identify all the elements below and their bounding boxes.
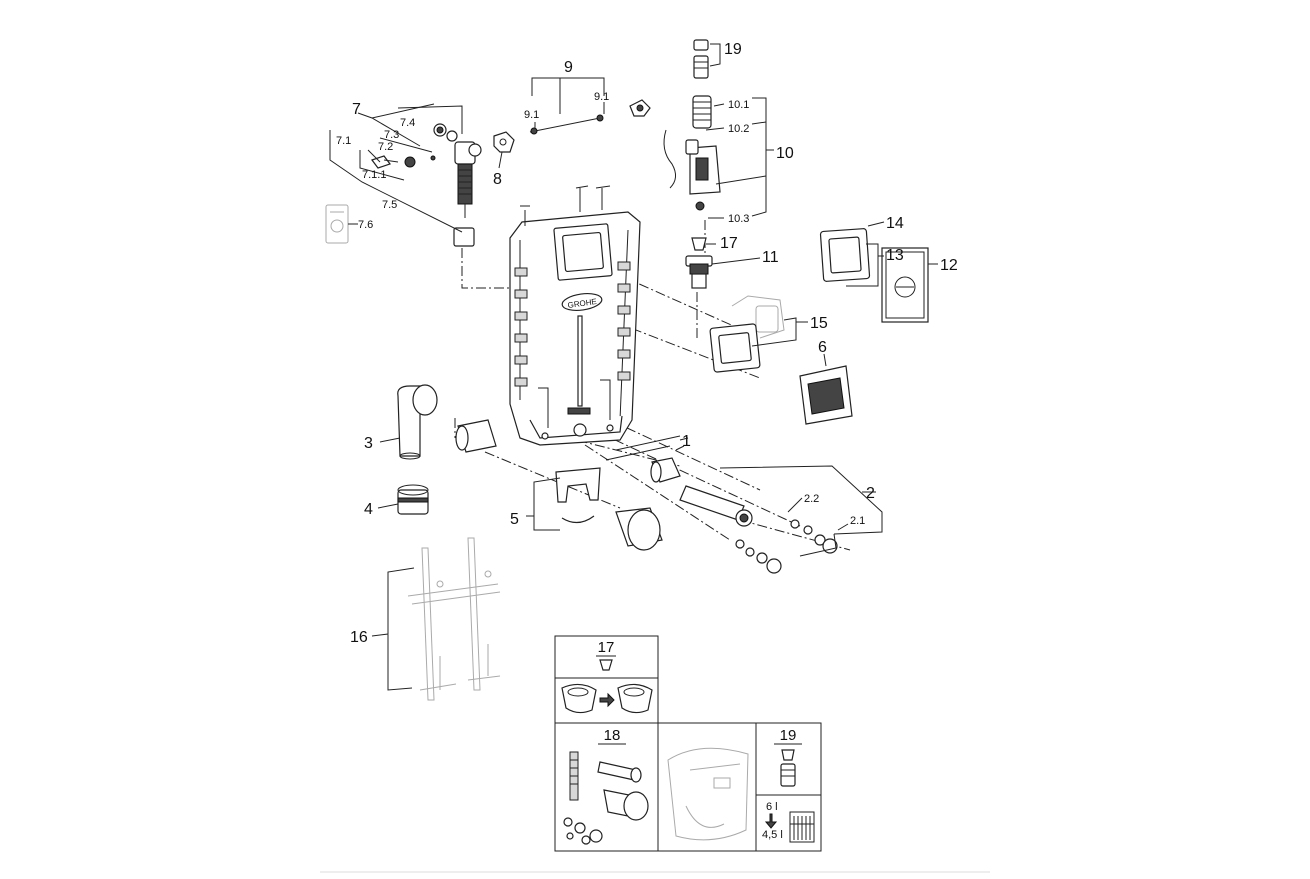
part-2-fixings — [735, 519, 838, 574]
label-13: 13 — [886, 247, 904, 264]
label-16: 16 — [350, 629, 368, 646]
label-7-1-1: 7.1.1 — [362, 169, 386, 181]
inset-19-title: 19 — [780, 727, 797, 744]
label-6: 6 — [818, 339, 827, 356]
installation-frame: GROHE — [509, 185, 641, 446]
label-10: 10 — [776, 145, 794, 162]
part-7-fill-valve — [371, 123, 482, 247]
part-3-elbow — [397, 384, 438, 460]
label-10-3: 10.3 — [728, 213, 749, 225]
part-sleeve — [455, 419, 497, 453]
inset-18-title: 18 — [604, 727, 621, 744]
part-1-bolts — [605, 435, 681, 483]
part-8-connector — [493, 131, 515, 153]
label-9-1-left: 9.1 — [524, 109, 539, 121]
label-7: 7 — [352, 101, 361, 118]
label-7-1: 7.1 — [336, 135, 351, 147]
label-8: 8 — [493, 171, 502, 188]
part-6-box — [799, 365, 853, 425]
callout-leaders — [329, 43, 938, 691]
label-7-2: 7.2 — [378, 141, 393, 153]
part-4-connector — [397, 484, 429, 515]
label-14: 14 — [886, 215, 904, 232]
label-7-5: 7.5 — [382, 199, 397, 211]
label-2-1: 2.1 — [850, 515, 865, 527]
flush-volume-reduced: 4,5 l — [762, 829, 783, 841]
label-7-6: 7.6 — [358, 219, 373, 231]
flush-volume-full: 6 l — [766, 801, 778, 813]
inset-17-title: 17 — [598, 639, 615, 656]
callout-labels: 7 7.4 7.3 7.1 7.2 7.1.1 7.5 7.6 8 9 9.1 … — [336, 41, 958, 646]
label-15: 15 — [810, 315, 828, 332]
part-9-hose — [529, 99, 651, 135]
label-7-4: 7.4 — [400, 117, 415, 129]
part-outlet-pipe — [679, 485, 753, 527]
frame-rail-slots — [514, 261, 631, 387]
label-10-2: 10.2 — [728, 123, 749, 135]
label-9: 9 — [564, 59, 573, 76]
inset-box-19: 19 6 l 4,5 l — [755, 722, 822, 852]
label-12: 12 — [940, 257, 958, 274]
inset-box-18: 18 — [554, 722, 659, 852]
inset-box-toilet — [657, 722, 757, 852]
label-11: 11 — [762, 249, 779, 266]
label-2: 2 — [866, 485, 875, 502]
label-1: 1 — [682, 433, 691, 450]
part-16-feet — [407, 537, 501, 701]
part-flush-bend — [615, 507, 663, 551]
part-17-restrictor — [691, 237, 707, 251]
label-17: 17 — [720, 235, 738, 252]
label-7-3: 7.3 — [384, 129, 399, 141]
label-4: 4 — [364, 501, 373, 518]
part-5-holder — [555, 467, 601, 524]
label-2-2: 2.2 — [804, 493, 819, 505]
part-11-valve-seat — [685, 255, 713, 289]
part-15-bracket — [709, 295, 785, 373]
label-5: 5 — [510, 511, 519, 528]
brand-logo-text: GROHE — [567, 297, 597, 310]
part-19-inlet — [693, 39, 709, 79]
brand-logo — [561, 293, 603, 311]
part-7-6-packet — [325, 204, 349, 244]
inset-box-17: 17 — [554, 635, 659, 724]
label-19: 19 — [724, 41, 742, 58]
part-14-mounting-frame — [819, 228, 871, 282]
label-10-1: 10.1 — [728, 99, 749, 111]
label-3: 3 — [364, 435, 373, 452]
label-9-1-right: 9.1 — [594, 91, 609, 103]
part-12-flush-plate — [881, 247, 929, 323]
part-10-flush-valve — [663, 95, 721, 211]
